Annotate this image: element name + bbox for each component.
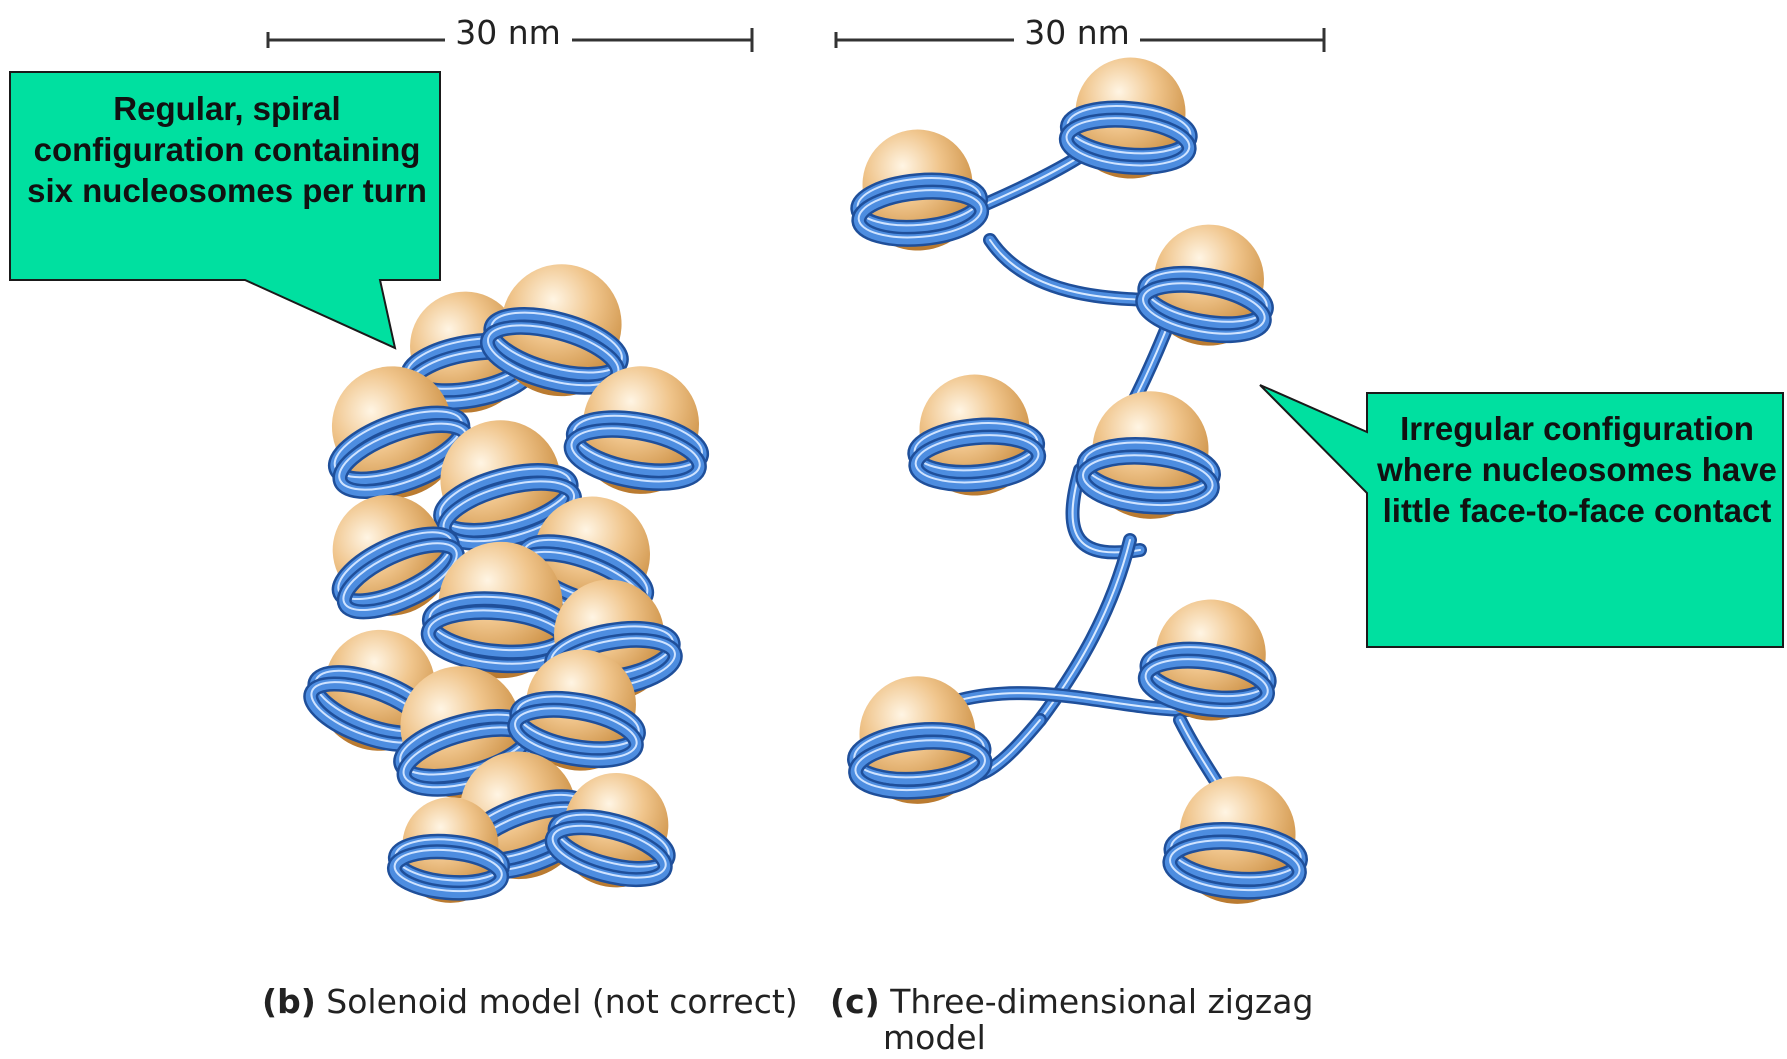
callout-zigzag-text: Irregular configuration where nucleosome… xyxy=(1376,408,1778,531)
nucleosome xyxy=(908,369,1041,500)
scale-bar-label: 30 nm xyxy=(1024,13,1130,52)
caption-zigzag: (c) Three-dimensional zigzag xyxy=(830,982,1313,1022)
caption-zigzag-line2: model xyxy=(883,1018,986,1058)
callout-solenoid-text: Regular, spiral configuration containing… xyxy=(18,88,436,211)
scale-bar-right: 30 nm xyxy=(836,13,1324,52)
nucleosome xyxy=(1063,52,1196,183)
solenoid-model xyxy=(299,249,715,907)
caption-zigzag-letter: (c) xyxy=(830,982,880,1021)
caption-zigzag-text: Three-dimensional zigzag xyxy=(890,982,1313,1021)
caption-solenoid-letter: (b) xyxy=(262,982,316,1021)
caption-solenoid-text: Solenoid model (not correct) xyxy=(326,982,797,1021)
nucleosome xyxy=(1080,386,1221,524)
nucleosome xyxy=(851,124,984,255)
zigzag-model xyxy=(848,52,1308,909)
caption-solenoid: (b) Solenoid model (not correct) xyxy=(262,982,798,1022)
scale-bar-left: 30 nm xyxy=(268,13,752,52)
nucleosome xyxy=(1167,771,1308,909)
scale-bar-label: 30 nm xyxy=(455,13,561,52)
